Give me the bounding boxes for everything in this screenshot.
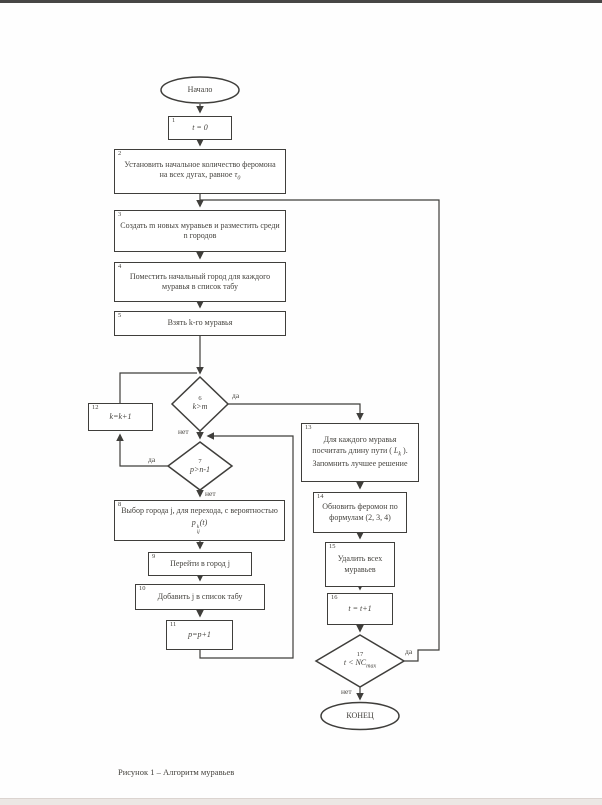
decision-17-label: 17 t < NCmax bbox=[343, 651, 377, 670]
decision-17-shape bbox=[314, 634, 406, 688]
step-number: 10 bbox=[139, 585, 146, 592]
step-number: 15 bbox=[329, 543, 336, 550]
step-number: 3 bbox=[118, 211, 122, 218]
decision-6-label: 6 k>m bbox=[192, 394, 208, 411]
branch-label-no: нет bbox=[341, 687, 352, 696]
branch-label-yes: да bbox=[405, 647, 413, 656]
end-terminator-shape bbox=[320, 701, 400, 731]
step-number: 1 bbox=[172, 117, 176, 124]
process-12-increment-k: 12 k=k+1 bbox=[88, 403, 153, 431]
branch-label-yes: да bbox=[232, 391, 240, 400]
process-5-take-ant: 5 Взять k-го муравья bbox=[114, 311, 286, 336]
step-number: 4 bbox=[118, 263, 122, 270]
step-number: 6 bbox=[198, 394, 202, 402]
end-terminator-label: КОНЕЦ bbox=[346, 711, 374, 721]
process-13-path-length: 13 Для каждого муравья посчитать длину п… bbox=[301, 423, 419, 482]
step-number: 8 bbox=[118, 501, 122, 508]
figure-caption: Рисунок 1 – Алгоритм муравьев bbox=[118, 767, 235, 777]
step-number: 2 bbox=[118, 150, 122, 157]
branch-label-no: нет bbox=[205, 489, 216, 498]
step-number: 14 bbox=[317, 493, 324, 500]
step-number: 9 bbox=[152, 553, 156, 560]
process-16-increment-t: 16 t = t+1 bbox=[327, 593, 393, 625]
edge-b12-to-d6 bbox=[119, 372, 197, 403]
process-4-tabu-init: 4 Поместить начальный город для каждого … bbox=[114, 262, 286, 302]
process-2-init-pheromone: 2 Установить начальное количество феромо… bbox=[114, 149, 286, 194]
step-number: 12 bbox=[92, 404, 99, 411]
process-11-increment-p: 11 p=p+1 bbox=[166, 620, 233, 650]
branch-label-yes: да bbox=[148, 455, 156, 464]
step-number: 11 bbox=[170, 621, 177, 628]
process-3-create-ants: 3 Создать m новых муравьев и разместить … bbox=[114, 210, 286, 252]
edge-b11-loop-to-d7 bbox=[199, 432, 294, 659]
process-15-remove-ants: 15 Удалить всех муравьев bbox=[325, 542, 395, 587]
step-number: 5 bbox=[118, 312, 122, 319]
page-top-edge bbox=[0, 0, 602, 3]
process-10-add-to-tabu: 10 Добавить j в список табу bbox=[135, 584, 265, 610]
decision-7-shape bbox=[166, 441, 234, 491]
step-number: 17 bbox=[356, 651, 364, 659]
page-bottom-edge bbox=[0, 798, 602, 805]
process-1-t0: 1 t = 0 bbox=[168, 116, 232, 140]
branch-label-no: нет bbox=[178, 427, 189, 436]
step-number: 13 bbox=[305, 424, 312, 431]
process-8-choose-city: 8 Выбор города j, для перехода, с вероят… bbox=[114, 500, 285, 541]
step-number: 16 bbox=[331, 594, 338, 601]
edge-d6-yes-b13 bbox=[228, 403, 364, 421]
start-terminator-label: Начало bbox=[187, 84, 213, 94]
decision-7-label: 7 p>n-1 bbox=[189, 457, 211, 474]
process-9-go-to-city: 9 Перейти в город j bbox=[148, 552, 252, 576]
start-terminator-shape bbox=[160, 76, 240, 104]
edge-d7-yes-b12 bbox=[116, 433, 168, 467]
decision-6-shape bbox=[170, 375, 230, 433]
edge-d17-yes-return bbox=[200, 199, 440, 662]
process-14-update-pheromone: 14 Обновить феромон по формулам (2, 3, 4… bbox=[313, 492, 407, 533]
step-number: 7 bbox=[198, 457, 202, 465]
